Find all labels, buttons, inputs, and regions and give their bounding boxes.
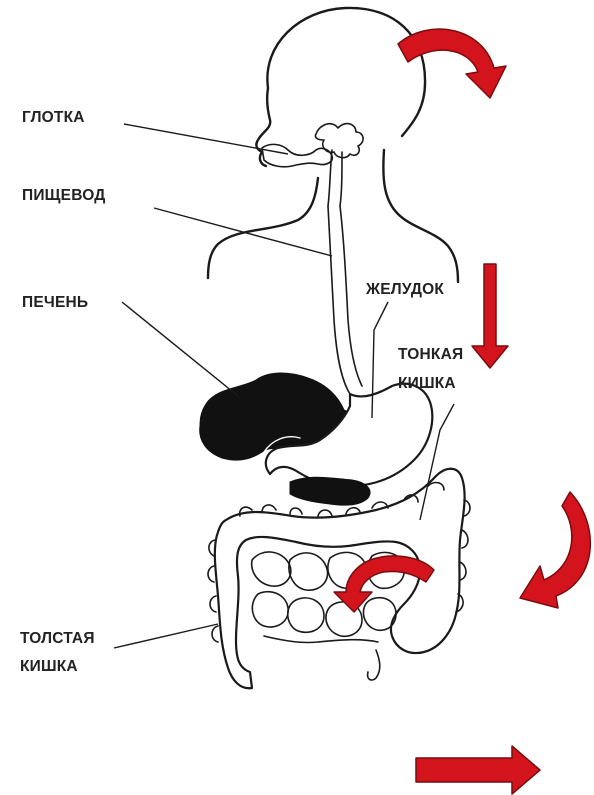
liver-leader bbox=[122, 302, 238, 396]
down-arrow bbox=[472, 264, 508, 368]
large-intestine-leader bbox=[114, 624, 218, 648]
curved-arrow-head bbox=[398, 29, 506, 98]
right-arrow bbox=[416, 746, 540, 794]
esophagus bbox=[328, 206, 362, 394]
pancreas bbox=[290, 477, 370, 505]
label-pharynx: ГЛОТКА bbox=[22, 109, 85, 126]
label-small-intestine-line2: КИШКА bbox=[398, 375, 456, 392]
curved-arrow-right bbox=[520, 492, 590, 608]
label-large-intestine-line1: ТОЛСТАЯ bbox=[20, 630, 95, 647]
label-small-intestine-line1: ТОНКАЯ bbox=[398, 346, 463, 363]
label-liver: ПЕЧЕНЬ bbox=[22, 294, 88, 311]
label-large-intestine-line2: КИШКА bbox=[20, 658, 78, 675]
label-esophagus: ПИЩЕВОД bbox=[22, 187, 106, 204]
pharynx-structure bbox=[262, 124, 363, 206]
pharynx-leader bbox=[124, 124, 288, 154]
label-stomach: ЖЕЛУДОК bbox=[365, 281, 444, 298]
